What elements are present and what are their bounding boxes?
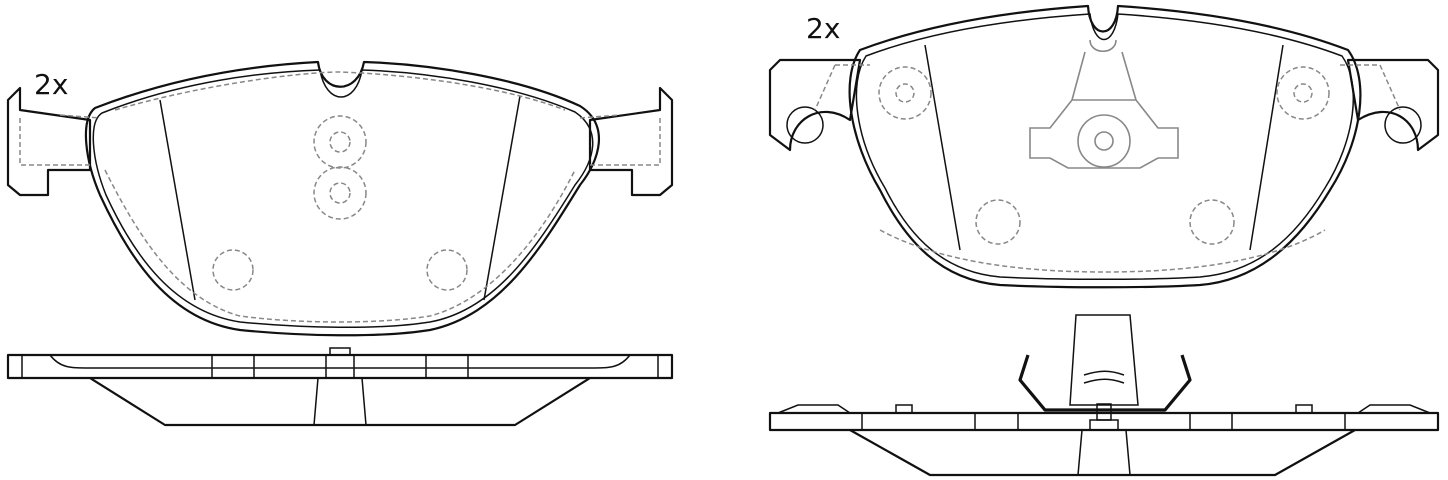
left-friction-outline-outer xyxy=(84,60,601,337)
wear-sensor-clip xyxy=(1029,39,1179,169)
right-pad-side-view xyxy=(768,314,1440,477)
right-friction-outline-inner xyxy=(855,13,1355,280)
left-pad-front-view xyxy=(6,60,674,337)
left-friction-outline-inner xyxy=(92,69,594,328)
left-pad-quantity-label: 2x xyxy=(34,68,69,101)
spring-clip xyxy=(1018,354,1192,412)
right-pad-front-view xyxy=(768,4,1440,289)
right-pad-quantity-label: 2x xyxy=(806,12,841,45)
left-pad-side-view xyxy=(6,347,674,427)
left-backing-plate xyxy=(6,86,674,197)
right-backing-plate xyxy=(768,58,1440,152)
